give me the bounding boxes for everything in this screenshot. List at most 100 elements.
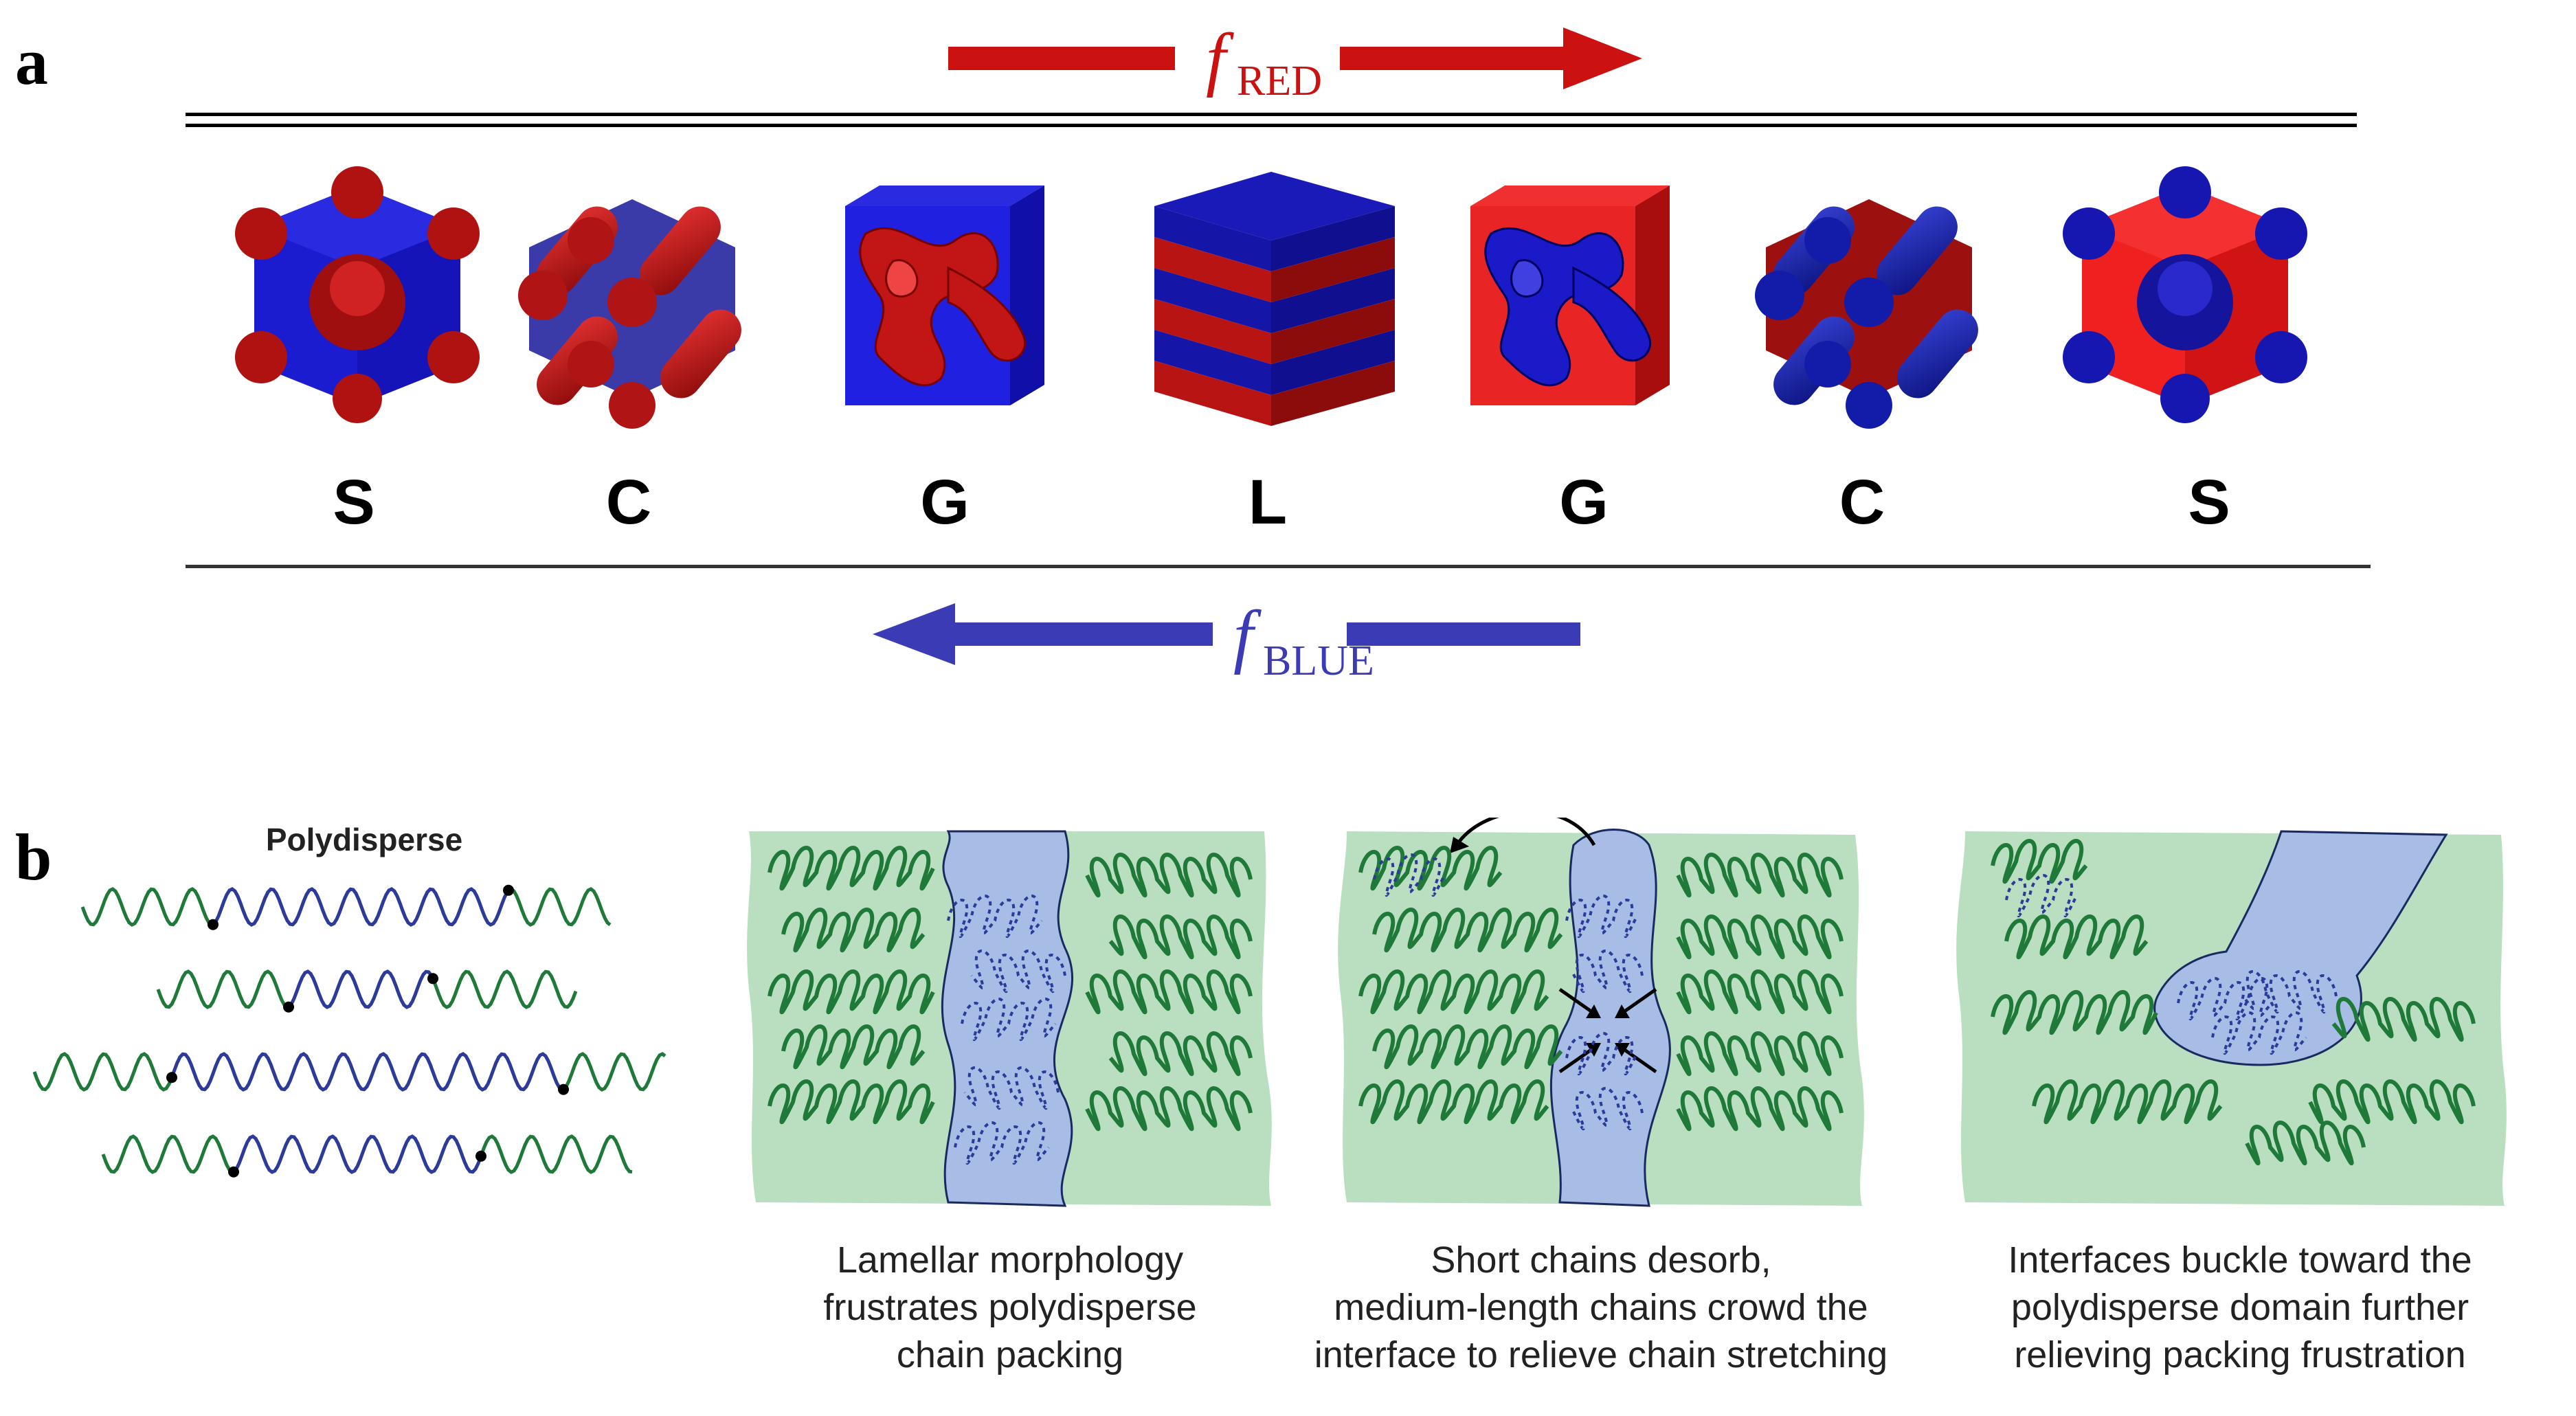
polymer-chain xyxy=(1372,908,1563,953)
polymer-chain xyxy=(768,846,935,891)
polymer-chain xyxy=(2005,874,2078,918)
polymer-chain xyxy=(1085,853,1253,898)
sphere-phase-blue xyxy=(2063,166,2307,423)
f-blue-subscript: BLUE xyxy=(1263,638,1374,684)
polymer-chain xyxy=(1373,853,1446,897)
polydisperse-chains xyxy=(32,884,667,1178)
polymer-chain xyxy=(1676,1086,1844,1132)
polymer-chain xyxy=(2245,1121,2366,1166)
cylinder-phase-blue xyxy=(1755,199,1978,429)
top-double-rule xyxy=(186,113,2357,116)
chain-segment xyxy=(287,969,433,1009)
chain-segment xyxy=(80,887,213,927)
caption-line: Lamellar morphology xyxy=(836,1239,1184,1281)
polymer-chain xyxy=(1991,990,2158,1035)
chain-segment xyxy=(170,1052,563,1092)
chain-segment xyxy=(562,1052,667,1092)
junction-point xyxy=(166,1072,177,1083)
caption-desorb: Short chains desorb, medium-length chain… xyxy=(1285,1237,1917,1379)
polymer-chain xyxy=(768,1079,935,1125)
svg-text:f: f xyxy=(1233,596,1262,675)
chain-segment xyxy=(507,887,612,927)
sphere-phase-red xyxy=(235,166,480,423)
junction-point xyxy=(208,919,219,930)
f-red-arrow: f RED xyxy=(948,19,1642,103)
panel-a-label: a xyxy=(15,25,48,98)
morphology-row xyxy=(235,166,2307,429)
polymer-chain xyxy=(970,949,1066,993)
junction-point xyxy=(503,884,514,896)
chain-segment xyxy=(101,1134,234,1174)
polymer-chain xyxy=(1565,1032,1638,1076)
phase-label-4: L xyxy=(1248,467,1288,537)
polymer-chain xyxy=(781,908,926,953)
polymer-chain xyxy=(1372,1024,1563,1070)
polymer-chain xyxy=(1676,1031,1844,1077)
polymer-chain xyxy=(1085,1086,1253,1132)
polymer-chain xyxy=(1676,969,1844,1015)
polymer-chain xyxy=(2211,1011,2307,1055)
polymer-chain xyxy=(2032,1079,2223,1125)
phase-label-5: G xyxy=(1559,467,1609,537)
polymer-chain xyxy=(1108,1031,1253,1077)
polymer-chain xyxy=(1571,1087,1644,1131)
f-blue-arrow: f BLUE xyxy=(873,596,1580,684)
schematic-desorb xyxy=(1338,818,1864,1207)
caption-line: interface to relieve chain stretching xyxy=(1314,1334,1888,1376)
svg-text:f: f xyxy=(1206,19,1234,98)
chain-segment xyxy=(32,1052,174,1092)
junction-point xyxy=(283,1001,294,1013)
schematic-buckle xyxy=(1956,830,2507,1206)
f-red-subscript: RED xyxy=(1237,58,1322,103)
junction-point xyxy=(558,1083,569,1095)
top-double-rule-2 xyxy=(186,124,2357,127)
panel-b-label: b xyxy=(15,820,52,894)
polymer-chain xyxy=(954,1121,1050,1165)
polymer-chain xyxy=(781,1024,926,1070)
polymer-chain xyxy=(1571,949,1644,993)
caption-line: medium-length chains crowd the xyxy=(1334,1287,1868,1329)
polymer-chain xyxy=(947,895,1043,939)
polymer-chain xyxy=(1676,914,1844,960)
polydisperse-title: Polydisperse xyxy=(265,822,463,857)
chain-segment xyxy=(212,887,509,927)
caption-line: frustrates polydisperse xyxy=(823,1287,1197,1329)
chain-segment xyxy=(431,969,578,1009)
polymer-chain xyxy=(1108,914,1253,960)
phase-label-3: G xyxy=(920,467,970,537)
polymer-chain xyxy=(1085,969,1253,1015)
junction-point xyxy=(427,973,438,985)
caption-lamellar: Lamellar morphology frustrates polydispe… xyxy=(742,1237,1278,1379)
polymer-chain xyxy=(1358,1079,1549,1125)
phase-label-2: C xyxy=(605,467,652,537)
bottom-rule xyxy=(186,565,2371,568)
phase-label-6: C xyxy=(1839,467,1885,537)
polymer-chain xyxy=(2331,997,2476,1042)
caption-line: relieving packing frustration xyxy=(2014,1334,2466,1376)
junction-point xyxy=(475,1150,486,1162)
phase-label-1: S xyxy=(333,467,375,537)
junction-point xyxy=(228,1166,239,1178)
chain-segment xyxy=(156,969,289,1009)
chain-segment xyxy=(479,1134,633,1174)
caption-line: Short chains desorb, xyxy=(1431,1239,1771,1281)
chain-segment xyxy=(232,1134,483,1174)
lamellar-phase xyxy=(1154,172,1395,426)
polymer-chain xyxy=(1991,839,2088,884)
polymer-chain xyxy=(2308,1079,2476,1125)
polymer-chain xyxy=(961,998,1057,1042)
phase-label-7: S xyxy=(2188,467,2230,537)
polymer-chain xyxy=(1358,846,1503,891)
polymer-chain xyxy=(1358,969,1549,1015)
polymer-chain xyxy=(1565,895,1638,939)
polymer-chain xyxy=(768,969,935,1015)
polymer-chain xyxy=(1676,853,1844,898)
polymer-chain xyxy=(2177,977,2273,1021)
polymer-chain xyxy=(963,1066,1060,1110)
schematic-lamellar xyxy=(747,830,1272,1207)
gyroid-phase-red xyxy=(845,186,1044,405)
caption-line: chain packing xyxy=(896,1334,1124,1376)
polymer-chain xyxy=(2004,914,2149,960)
caption-line: Interfaces buckle toward the xyxy=(2008,1239,2472,1281)
gyroid-phase-blue xyxy=(1470,186,1670,405)
